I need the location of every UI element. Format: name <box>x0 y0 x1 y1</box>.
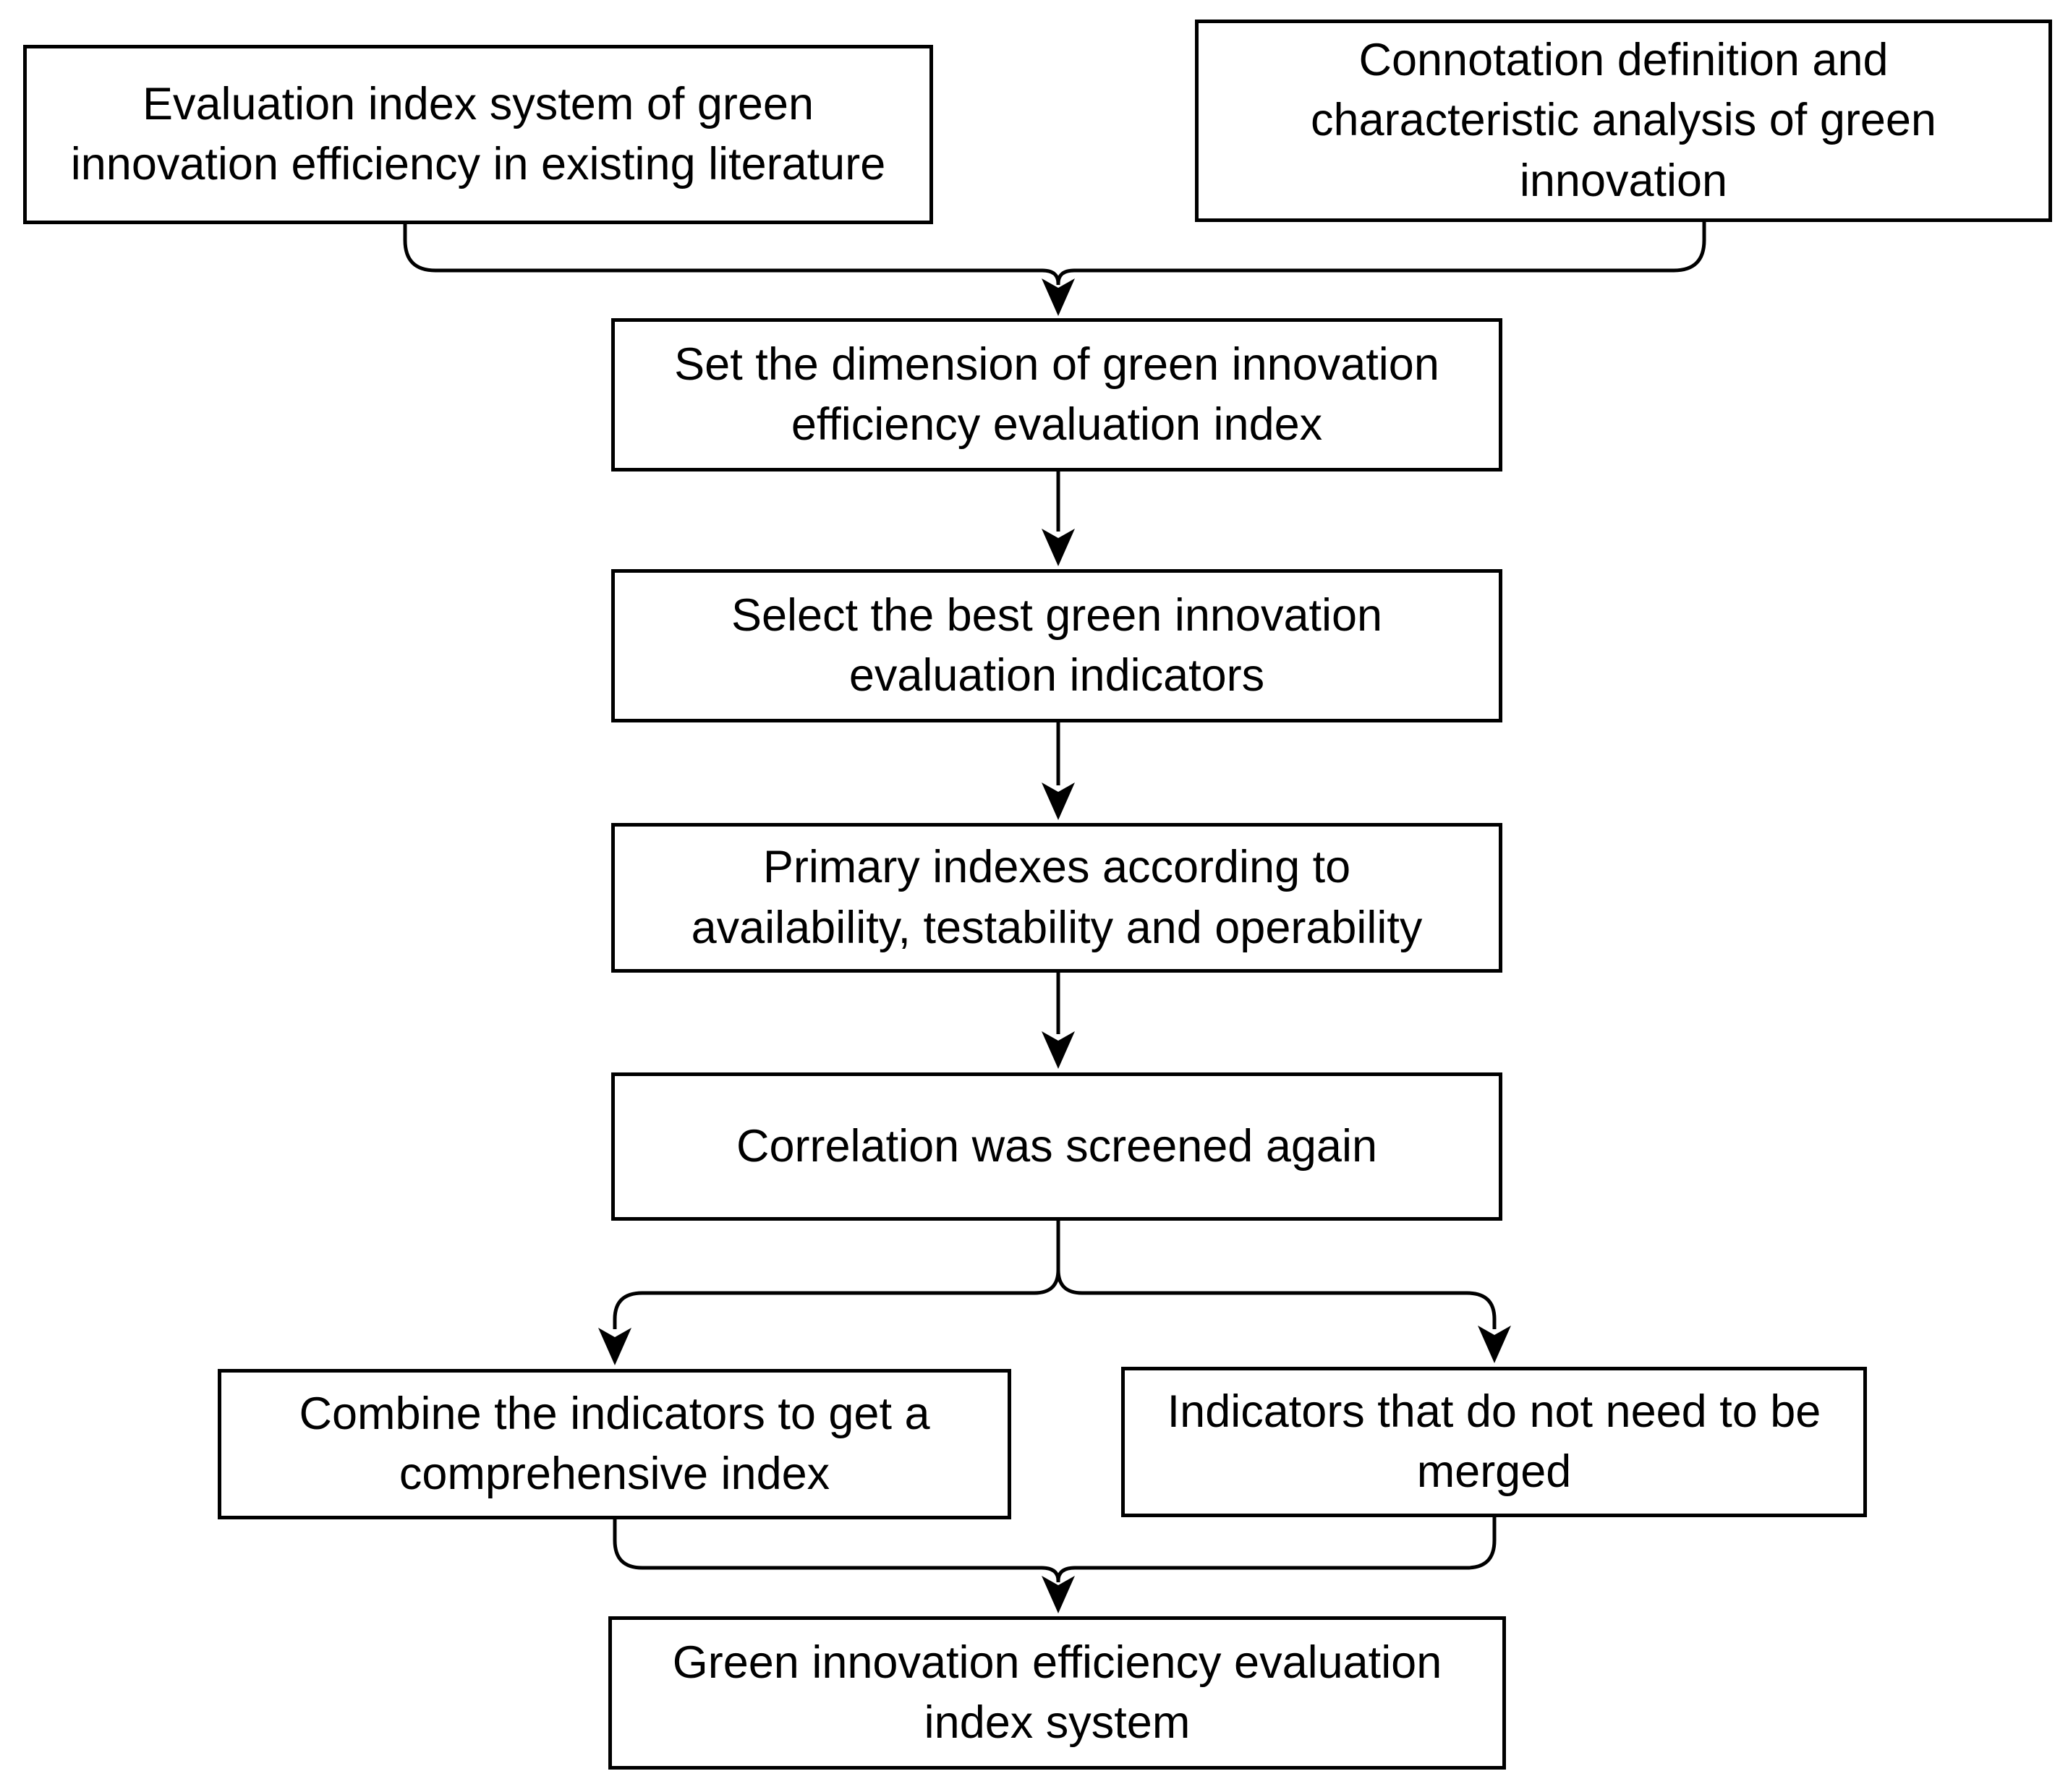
arrowhead-down-icon <box>1042 782 1075 820</box>
node-dimension: Set the dimension of green innovation ef… <box>611 318 1502 472</box>
arrowhead-down-icon <box>1042 1576 1075 1613</box>
node-primary: Primary indexes according to availabilit… <box>611 823 1502 973</box>
connector-merge-top-right <box>1056 222 1706 284</box>
node-no-merge-label: Indicators that do not need to be merged <box>1167 1386 1821 1497</box>
node-dimension-label: Set the dimension of green innovation ef… <box>674 338 1439 450</box>
arrowhead-down-icon <box>598 1328 631 1365</box>
node-connotation: Connotation definition and characteristi… <box>1195 20 2052 222</box>
arrowhead-down-icon <box>1478 1326 1511 1363</box>
node-literature-label: Evaluation index system of green innovat… <box>70 78 886 189</box>
connector-split-left <box>613 1269 1060 1329</box>
node-select-label: Select the best green innovation evaluat… <box>731 589 1383 701</box>
connector-merge-bottom-left <box>613 1519 1060 1582</box>
connector-merge-bottom-right <box>1056 1517 1497 1582</box>
arrowhead-down-icon <box>1042 278 1075 316</box>
node-primary-label: Primary indexes according to availabilit… <box>691 842 1423 953</box>
arrowhead-down-icon <box>1042 1031 1075 1069</box>
node-correlation: Correlation was screened again <box>611 1072 1502 1221</box>
node-combine: Combine the indicators to get a comprehe… <box>218 1369 1011 1519</box>
node-correlation-label: Correlation was screened again <box>736 1120 1377 1172</box>
connector-merge-top-left <box>403 224 1060 285</box>
node-system-label: Green innovation efficiency evaluation i… <box>672 1637 1442 1748</box>
node-literature: Evaluation index system of green innovat… <box>23 45 933 224</box>
node-select: Select the best green innovation evaluat… <box>611 569 1502 722</box>
node-system: Green innovation efficiency evaluation i… <box>608 1616 1506 1770</box>
node-combine-label: Combine the indicators to get a comprehe… <box>299 1388 930 1499</box>
node-connotation-label: Connotation definition and characteristi… <box>1311 35 1936 206</box>
arrowhead-down-icon <box>1042 529 1075 566</box>
connector-split-right <box>1056 1269 1497 1329</box>
node-no-merge: Indicators that do not need to be merged <box>1121 1367 1867 1517</box>
